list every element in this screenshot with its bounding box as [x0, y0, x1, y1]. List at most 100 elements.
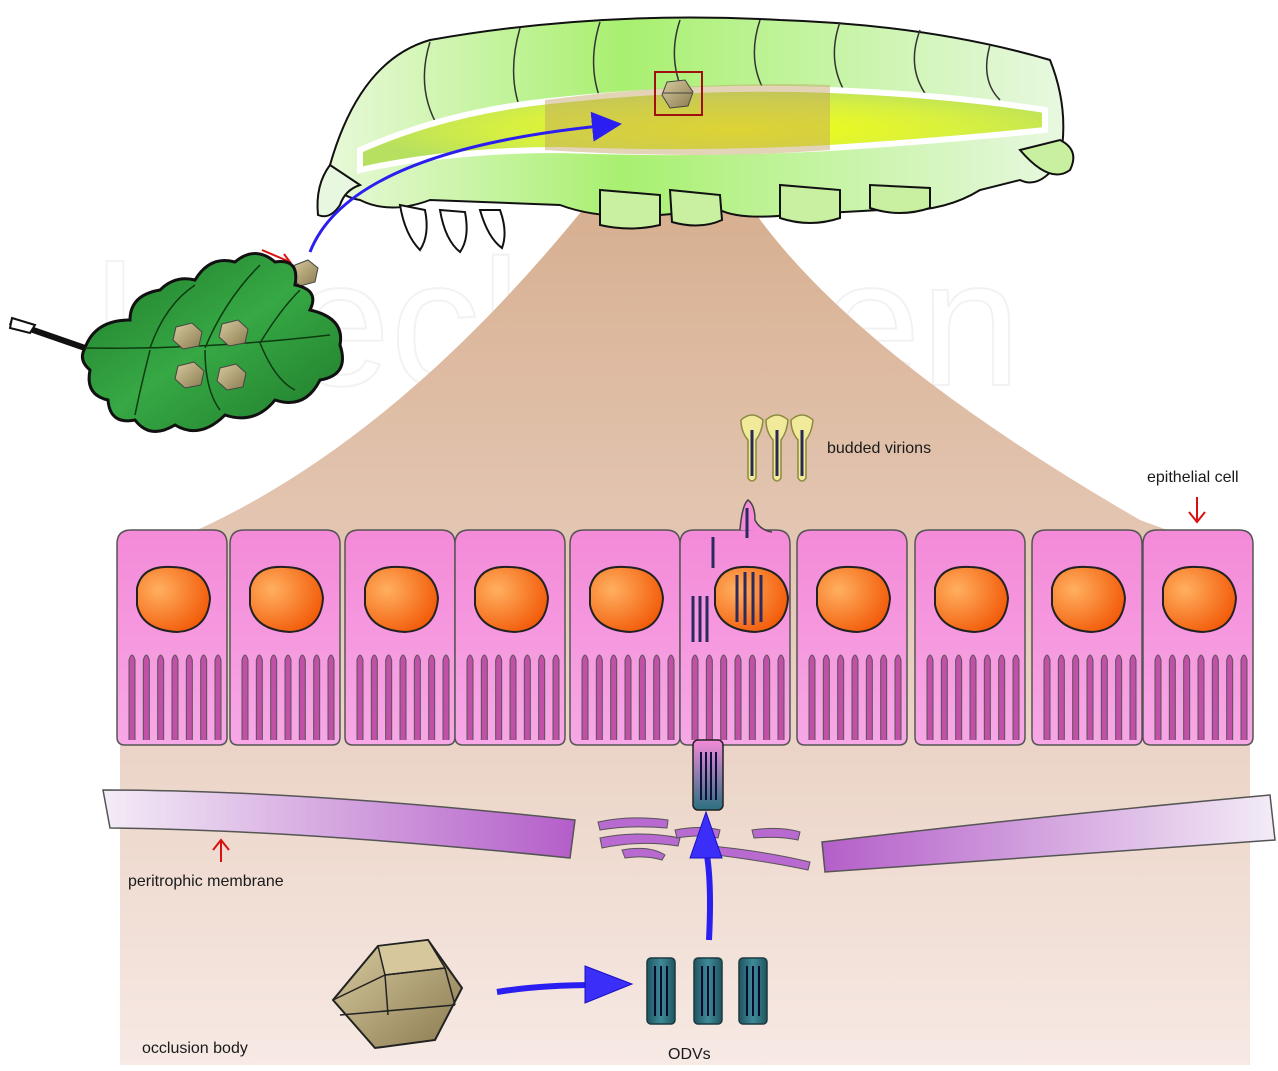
- microvillus: [927, 655, 933, 740]
- microvillus: [256, 655, 262, 740]
- microvillus: [172, 655, 178, 740]
- microvillus: [881, 655, 887, 740]
- microvillus: [1116, 655, 1122, 740]
- epithelial-cell: [680, 530, 790, 745]
- microvillus: [201, 655, 207, 740]
- epithelial-cell: [1032, 530, 1142, 745]
- microvillus: [625, 655, 631, 740]
- epithelial-cell: [230, 530, 340, 745]
- microvillus: [1227, 655, 1233, 740]
- microvillus: [582, 655, 588, 740]
- microvillus: [1184, 655, 1190, 740]
- microvillus: [314, 655, 320, 740]
- microvillus: [186, 655, 192, 740]
- microvillus: [158, 655, 164, 740]
- microvillus: [735, 655, 741, 740]
- microvillus: [611, 655, 617, 740]
- microvillus: [1241, 655, 1247, 740]
- microvillus: [706, 655, 712, 740]
- epithelial-pointer-icon: [1189, 497, 1205, 522]
- microvillus: [1155, 655, 1161, 740]
- odv-entering-icon: [693, 740, 723, 810]
- epithelial-cell-label: epithelial cell: [1147, 469, 1239, 487]
- microvillus: [1087, 655, 1093, 740]
- microvillus: [809, 655, 815, 740]
- budded-virions: [741, 415, 813, 481]
- microvillus: [467, 655, 473, 740]
- epithelial-cell: [345, 530, 455, 745]
- microvillus: [271, 655, 277, 740]
- nucleus: [1163, 567, 1236, 632]
- nucleus: [475, 567, 548, 632]
- microvillus: [970, 655, 976, 740]
- epithelial-cell: [455, 530, 565, 745]
- microvillus: [414, 655, 420, 740]
- epithelial-cell: [570, 530, 680, 745]
- microvillus: [1198, 655, 1204, 740]
- nucleus: [935, 567, 1008, 632]
- microvillus: [596, 655, 602, 740]
- microvillus: [1058, 655, 1064, 740]
- nucleus: [137, 567, 210, 632]
- budded-virions-label: budded virions: [827, 440, 931, 458]
- microvillus: [984, 655, 990, 740]
- nucleus: [365, 567, 438, 632]
- microvillus: [956, 655, 962, 740]
- nucleus: [250, 567, 323, 632]
- microvillus: [866, 655, 872, 740]
- microvillus: [524, 655, 530, 740]
- microvillus: [1044, 655, 1050, 740]
- microvillus: [129, 655, 135, 740]
- epithelial-cell: [797, 530, 907, 745]
- microvillus: [400, 655, 406, 740]
- microvillus: [510, 655, 516, 740]
- microvillus: [1212, 655, 1218, 740]
- nucleus: [1052, 567, 1125, 632]
- caterpillar-icon: [310, 18, 1073, 253]
- odv-icon: [694, 958, 722, 1024]
- microvillus: [639, 655, 645, 740]
- odv-icon: [739, 958, 767, 1024]
- microvillus: [749, 655, 755, 740]
- microvillus: [999, 655, 1005, 740]
- microvillus: [429, 655, 435, 740]
- epithelial-cell: [1143, 530, 1253, 745]
- microvillus: [1073, 655, 1079, 740]
- microvillus: [299, 655, 305, 740]
- microvillus: [823, 655, 829, 740]
- microvillus: [143, 655, 149, 740]
- odv-icon: [647, 958, 675, 1024]
- occlusion-body-label: occlusion body: [142, 1040, 248, 1058]
- microvillus: [1169, 655, 1175, 740]
- microvillus: [553, 655, 559, 740]
- peritrophic-membrane-label: peritrophic membrane: [128, 873, 284, 891]
- microvillus: [443, 655, 449, 740]
- microvillus: [1013, 655, 1019, 740]
- microvillus: [654, 655, 660, 740]
- microvillus: [386, 655, 392, 740]
- microvillus: [692, 655, 698, 740]
- microvillus: [838, 655, 844, 740]
- microvillus: [539, 655, 545, 740]
- microvillus: [328, 655, 334, 740]
- microvillus: [285, 655, 291, 740]
- nucleus: [590, 567, 663, 632]
- microvillus: [496, 655, 502, 740]
- nucleus: [817, 567, 890, 632]
- epithelial-cell: [117, 530, 227, 745]
- microvillus: [357, 655, 363, 740]
- microvillus: [668, 655, 674, 740]
- microvillus: [215, 655, 221, 740]
- microvillus: [852, 655, 858, 740]
- epithelial-cell: [915, 530, 1025, 745]
- microvillus: [778, 655, 784, 740]
- odvs: [647, 958, 767, 1024]
- microvillus: [1101, 655, 1107, 740]
- microvillus: [1130, 655, 1136, 740]
- microvillus: [895, 655, 901, 740]
- microvillus: [242, 655, 248, 740]
- odvs-label: ODVs: [668, 1046, 711, 1064]
- microvillus: [941, 655, 947, 740]
- microvillus: [721, 655, 727, 740]
